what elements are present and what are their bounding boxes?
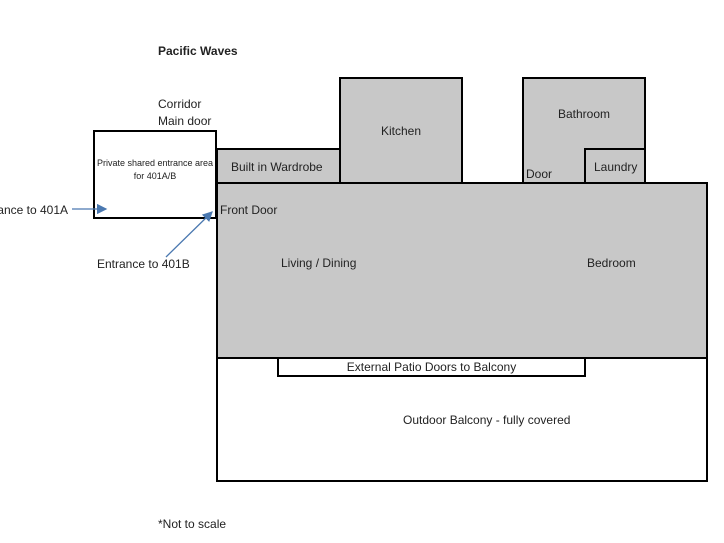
plan-title: Pacific Waves	[158, 44, 238, 58]
bedroom-label: Bedroom	[587, 256, 636, 270]
patio-doors	[277, 357, 586, 377]
arrow-401b	[165, 211, 213, 258]
kitchen-room	[339, 77, 463, 184]
scale-note: *Not to scale	[158, 517, 227, 531]
bathroom-label: Bathroom	[558, 107, 611, 121]
balcony-area	[216, 357, 708, 482]
entrance-401a-label: Entrance to 401A	[0, 203, 68, 217]
door-label: Door	[526, 167, 553, 181]
laundry-label: Laundry	[594, 160, 638, 174]
balcony-label: Outdoor Balcony - fully covered	[403, 413, 571, 427]
kitchen-label: Kitchen	[381, 124, 422, 138]
entrance-401b-label: Entrance to 401B	[97, 257, 190, 271]
private-entrance-label: Private shared entrance area for 401A/B	[94, 157, 216, 183]
living-dining-label: Living / Dining	[281, 256, 357, 270]
patio-doors-label: External Patio Doors to Balcony	[346, 360, 517, 374]
built-in-wardrobe-room	[216, 148, 341, 184]
private-entrance-line2: for 401A/B	[133, 171, 177, 181]
corridor-label: Corridor	[158, 97, 202, 111]
front-door-label: Front Door	[220, 203, 278, 217]
living-dining-area	[216, 182, 708, 359]
main-door-label: Main door	[158, 114, 212, 128]
built-in-wardrobe-label: Built in Wardrobe	[231, 160, 323, 174]
laundry-room	[584, 148, 646, 184]
private-entrance-area	[93, 130, 217, 219]
private-entrance-line1: Private shared entrance area	[96, 158, 214, 168]
